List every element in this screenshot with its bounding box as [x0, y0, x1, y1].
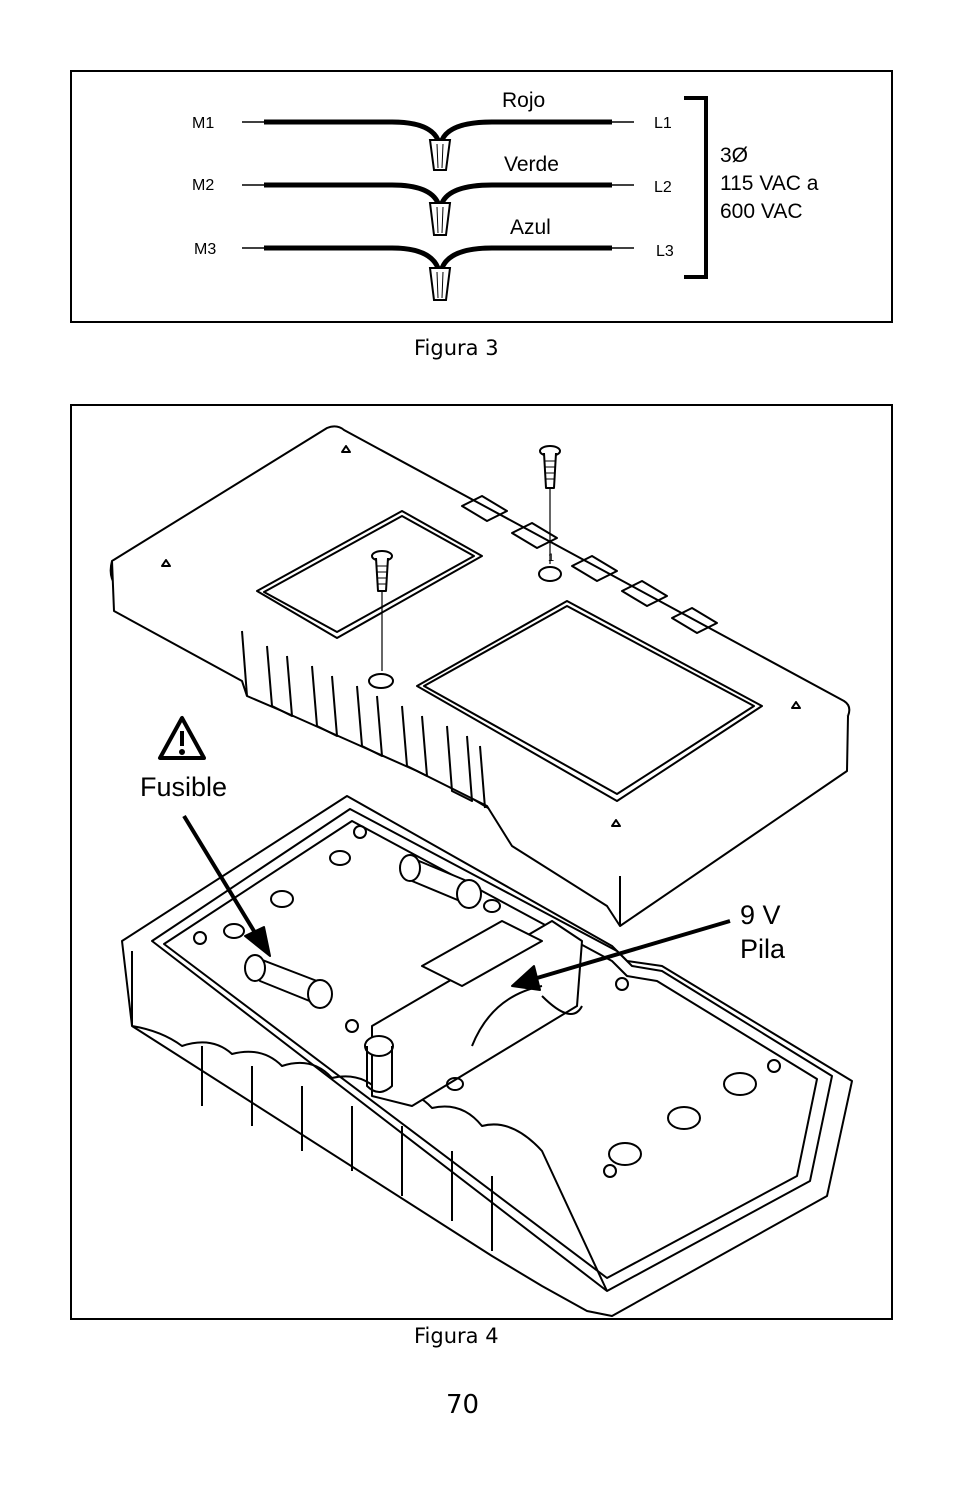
battery-arrow: [511, 919, 731, 991]
wire-row-2: [242, 182, 634, 236]
supply-bracket: [684, 96, 708, 279]
page-number: 70: [446, 1390, 480, 1420]
wire-color-verde: Verde: [504, 153, 559, 176]
motor-label-m2: M2: [192, 177, 214, 194]
screw-right: [539, 445, 561, 564]
wiring-diagram: M1 M2 M3 L1 L2 L3 Rojo Verde Azul 3Ø 115…: [192, 89, 819, 301]
wire-row-1: [242, 119, 634, 171]
line-label-l1: L1: [654, 115, 672, 132]
motor-label-m3: M3: [194, 241, 216, 258]
motor-label-m1: M1: [192, 115, 214, 132]
top-cover: [109, 425, 851, 927]
battery-label: Pila: [740, 934, 786, 964]
line-label-l3: L3: [656, 243, 674, 260]
figure-3-caption: Figura 3: [414, 336, 499, 360]
screw-marker: 1: [548, 552, 554, 564]
warning-icon: [158, 716, 206, 760]
wire-row-3: [242, 245, 634, 301]
fuse-front: [244, 954, 333, 1009]
fuse-arrow: [182, 814, 271, 957]
wire-color-rojo: Rojo: [502, 89, 545, 112]
supply-range-low: 115 VAC a: [720, 172, 819, 195]
supply-phase: 3Ø: [720, 144, 748, 167]
fuse-label: Fusible: [140, 772, 228, 802]
supply-range-high: 600 VAC: [720, 200, 803, 223]
bottom-case: [121, 795, 853, 1317]
figure-4-caption: Figura 4: [414, 1324, 499, 1348]
meter-exploded-drawing: 1: [109, 425, 853, 1317]
battery-body: [371, 920, 583, 1107]
line-label-l2: L2: [654, 179, 672, 196]
wire-color-azul: Azul: [510, 216, 551, 239]
screw-left: [371, 550, 393, 671]
fuse-rear: [399, 854, 482, 909]
figure-4-frame: 1: [70, 404, 893, 1320]
figure-3-frame: M1 M2 M3 L1 L2 L3 Rojo Verde Azul 3Ø 115…: [70, 70, 893, 323]
battery-voltage-label: 9 V: [740, 900, 781, 930]
